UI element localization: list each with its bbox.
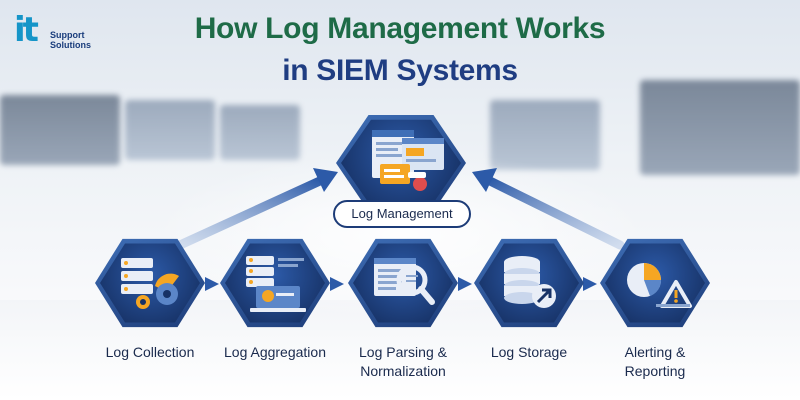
log-management-label: Log Management bbox=[333, 200, 471, 228]
logo-mark: it bbox=[14, 10, 39, 50]
node-log-collection bbox=[95, 236, 205, 330]
pie-chart-alert-icon bbox=[627, 263, 692, 308]
server-laptop-icon bbox=[246, 256, 306, 312]
step-arrows bbox=[205, 277, 597, 291]
node-log-storage bbox=[474, 236, 584, 330]
step-label-alerting-reporting: Alerting & Reporting bbox=[624, 344, 686, 379]
arrow-right-icon bbox=[458, 277, 472, 291]
node-log-parsing bbox=[348, 236, 458, 330]
arrow-collection-to-management bbox=[175, 168, 338, 250]
page-title-line-2: in SIEM Systems bbox=[282, 54, 518, 87]
arrow-alerting-to-management bbox=[472, 168, 625, 250]
logo-line-2: Solutions bbox=[50, 40, 91, 50]
step-label-log-parsing: Log Parsing & Normalization bbox=[359, 344, 447, 379]
document-magnifier-icon bbox=[374, 258, 435, 305]
page-title-line-1: How Log Management Works bbox=[194, 12, 606, 45]
step-label-log-collection: Log Collection bbox=[105, 344, 195, 360]
node-alerting-reporting bbox=[600, 236, 710, 330]
step-label-log-storage: Log Storage bbox=[490, 344, 568, 360]
logo-line-1: Support bbox=[50, 30, 85, 40]
brand-logo: it Support Solutions bbox=[14, 10, 104, 56]
node-log-management bbox=[336, 112, 466, 214]
arrow-right-icon bbox=[330, 277, 344, 291]
database-shield-icon bbox=[504, 256, 556, 308]
arrow-right-icon bbox=[583, 277, 597, 291]
server-gear-icon bbox=[121, 258, 179, 309]
step-label-log-aggregation: Log Aggregation bbox=[224, 344, 326, 360]
bg-monitor bbox=[0, 95, 120, 165]
bg-monitor bbox=[640, 80, 800, 175]
node-log-aggregation bbox=[220, 236, 330, 330]
arrow-right-icon bbox=[205, 277, 219, 291]
dashboard-windows-icon bbox=[372, 130, 444, 191]
